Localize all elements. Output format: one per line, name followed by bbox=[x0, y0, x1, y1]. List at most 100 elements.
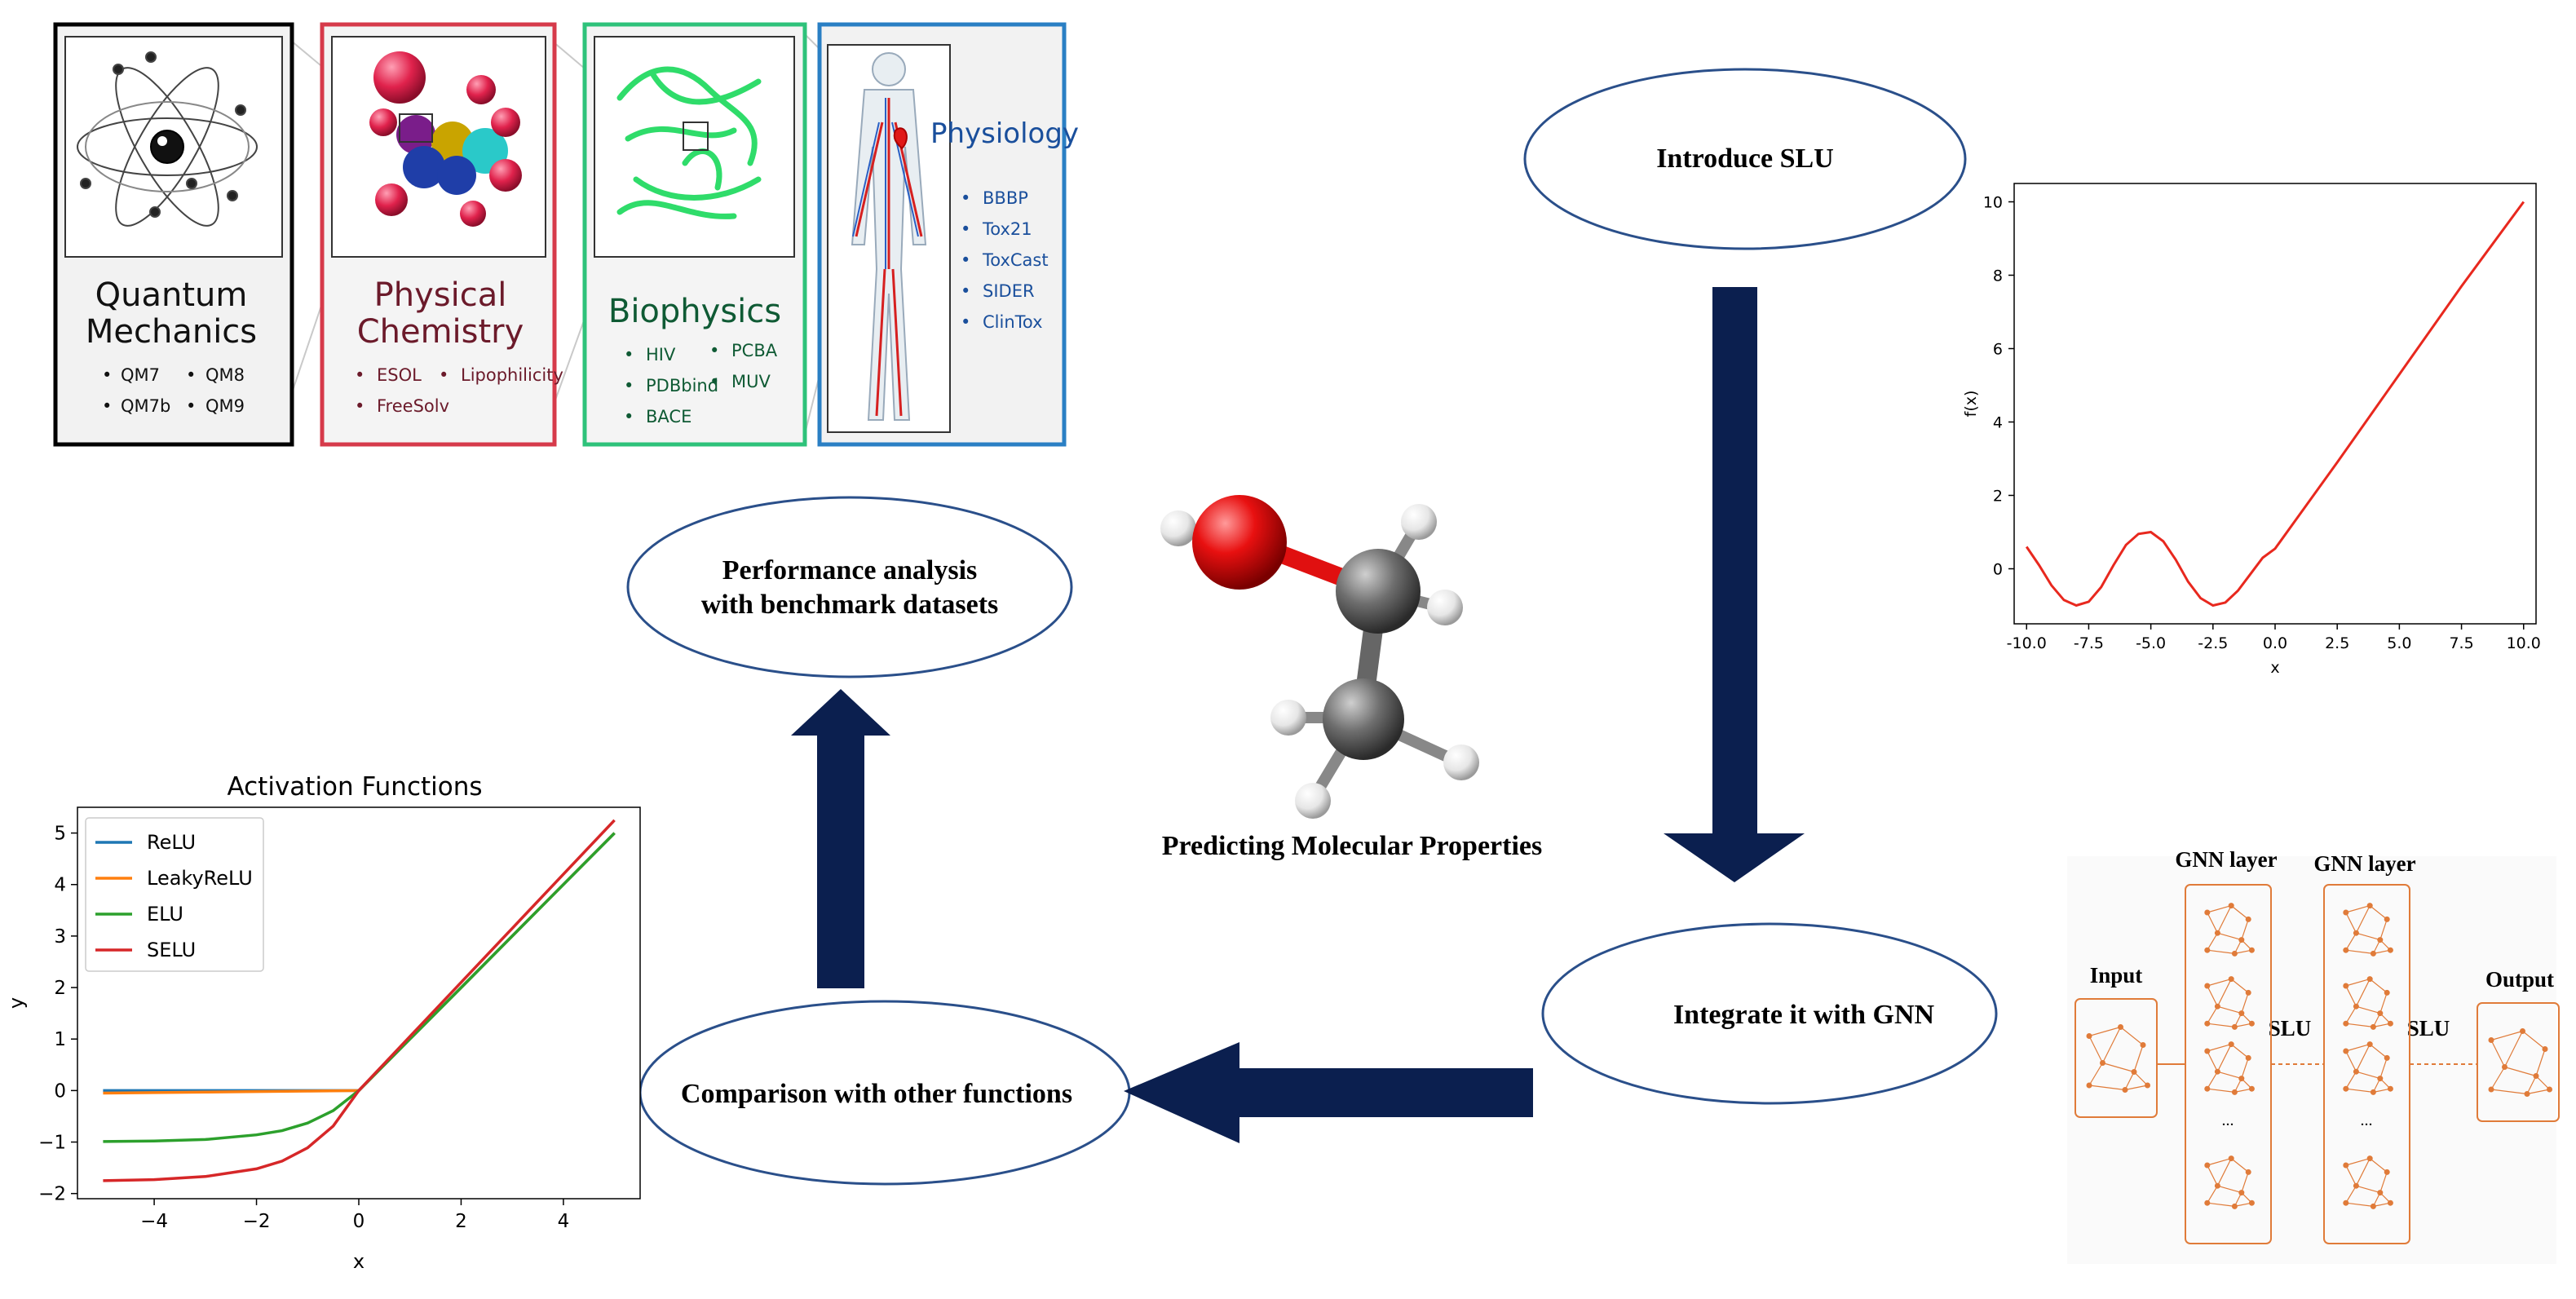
gnn-layer-label: GNN layer bbox=[2175, 847, 2277, 872]
graph-edge bbox=[2345, 1050, 2357, 1072]
protein-ribbon-icon bbox=[616, 66, 762, 219]
graph-node bbox=[2238, 1010, 2245, 1017]
y-tick-label: 6 bbox=[1993, 341, 2003, 359]
graph-edge bbox=[2345, 905, 2371, 913]
graph-node bbox=[2377, 937, 2384, 943]
graph-edge bbox=[2088, 1063, 2104, 1086]
graph-edge bbox=[2490, 1040, 2506, 1067]
graph-node bbox=[2245, 1169, 2251, 1175]
graph-node bbox=[2370, 1089, 2376, 1095]
graph-edge bbox=[2373, 1023, 2391, 1027]
graph-node bbox=[2204, 947, 2211, 953]
y-tick-label: 4 bbox=[54, 875, 66, 896]
graph-edge bbox=[2234, 1088, 2252, 1093]
panel-bullet: • bbox=[439, 365, 448, 385]
graph-node bbox=[2248, 1085, 2255, 1092]
graph-edge bbox=[2216, 1158, 2232, 1186]
x-tick-label: 5.0 bbox=[2387, 634, 2411, 652]
x-tick-label: 2.5 bbox=[2325, 634, 2349, 652]
x-tick-label: -2.5 bbox=[2198, 634, 2228, 652]
panel-bullet: • bbox=[355, 365, 365, 385]
graph-edge bbox=[2345, 1044, 2371, 1052]
graph-node bbox=[2228, 976, 2234, 983]
graph-edge bbox=[2522, 1031, 2546, 1049]
legend-label: SELU bbox=[147, 939, 196, 961]
arrow-up bbox=[791, 689, 890, 988]
graph-edge bbox=[2345, 1185, 2357, 1204]
dataset-item: FreeSolv bbox=[377, 396, 449, 416]
panel-title: Biophysics bbox=[608, 293, 781, 330]
x-tick-label: −4 bbox=[140, 1211, 168, 1232]
graph-node bbox=[2204, 1085, 2211, 1092]
graph-edge bbox=[2355, 905, 2371, 934]
graph-edge bbox=[2373, 1202, 2391, 1207]
graph-edge bbox=[2133, 1071, 2148, 1086]
panel-quantum-mechanics: Quantum Mechanics • QM7 • QM8 • QM7b • Q… bbox=[53, 22, 294, 447]
graph-node bbox=[2214, 930, 2220, 936]
panel-title-line1: Quantum bbox=[95, 276, 248, 314]
series-line-slu bbox=[2025, 201, 2525, 608]
graph-edge bbox=[2234, 1023, 2252, 1027]
node-performance-analysis: Performance analysis with benchmark data… bbox=[626, 496, 1073, 678]
flow-arrows bbox=[791, 287, 1805, 1143]
graph-node bbox=[2204, 1020, 2211, 1027]
dataset-item: QM7b bbox=[121, 396, 170, 416]
x-tick-label: 2 bbox=[455, 1211, 467, 1232]
graph-node bbox=[2488, 1086, 2494, 1093]
graph-edge bbox=[2345, 932, 2357, 951]
graph-edge bbox=[2345, 1005, 2357, 1024]
graph-node bbox=[2524, 1091, 2530, 1097]
graph-edge bbox=[2217, 1005, 2242, 1014]
panel-bullet: • bbox=[186, 396, 196, 416]
x-tick-label: −2 bbox=[243, 1211, 271, 1232]
graph-node bbox=[2214, 1068, 2220, 1075]
node-label: Integrate it with GNN bbox=[1673, 1000, 1935, 1030]
y-tick-label: 0 bbox=[54, 1080, 66, 1102]
graph-edge bbox=[2207, 1164, 2218, 1186]
graph-node bbox=[2204, 1200, 2211, 1206]
graph-node bbox=[2248, 1020, 2255, 1027]
graph-node bbox=[2366, 1155, 2373, 1162]
graph-node bbox=[2204, 909, 2211, 916]
graph-node bbox=[2366, 976, 2373, 983]
graph-edge bbox=[2234, 1202, 2252, 1207]
dataset-panels: Quantum Mechanics • QM7 • QM8 • QM7b • Q… bbox=[53, 22, 1079, 447]
graph-edge bbox=[2369, 1158, 2388, 1173]
output-graph-box bbox=[2477, 1002, 2560, 1122]
graph-node bbox=[2488, 1037, 2494, 1043]
graph-node bbox=[2245, 989, 2251, 996]
graph-node bbox=[2353, 1068, 2359, 1075]
graph-edge bbox=[2207, 1050, 2218, 1072]
graph-node bbox=[2228, 903, 2234, 909]
graph-edge bbox=[2230, 979, 2249, 993]
graph-edge bbox=[2124, 1085, 2148, 1091]
y-tick-label: −2 bbox=[38, 1184, 66, 1205]
graph-node bbox=[2343, 1048, 2349, 1054]
x-tick-label: -7.5 bbox=[2074, 634, 2104, 652]
slu-label: SLU bbox=[2407, 1016, 2450, 1041]
y-tick-label: 3 bbox=[54, 926, 66, 948]
node-label-line1: Performance analysis bbox=[722, 555, 978, 585]
graph-edge bbox=[2355, 979, 2371, 1007]
panel-bullet: • bbox=[624, 345, 634, 365]
dataset-item: BBBP bbox=[983, 188, 1028, 208]
dataset-item: Tox21 bbox=[982, 219, 1032, 239]
graph-edge bbox=[2373, 1088, 2391, 1093]
panel-biophysics: Biophysics • HIV • PCBA • PDBbind • MUV … bbox=[582, 22, 807, 447]
human-body-icon bbox=[851, 52, 927, 421]
graph-edge bbox=[2241, 919, 2249, 940]
y-tick-label: 4 bbox=[1993, 414, 2003, 432]
graph-edge bbox=[2207, 1088, 2235, 1093]
graph-edge bbox=[2207, 932, 2218, 951]
series-line-selu bbox=[103, 819, 616, 1182]
graph-edge bbox=[2124, 1071, 2135, 1090]
x-tick-label: 0 bbox=[353, 1211, 365, 1232]
graph-edge bbox=[2504, 1066, 2537, 1077]
graph-edge bbox=[2207, 1023, 2235, 1027]
graph-edge bbox=[2345, 1023, 2374, 1027]
graph-node bbox=[2384, 989, 2390, 996]
graph-node bbox=[2370, 1023, 2376, 1030]
x-axis-label: x bbox=[353, 1250, 365, 1273]
